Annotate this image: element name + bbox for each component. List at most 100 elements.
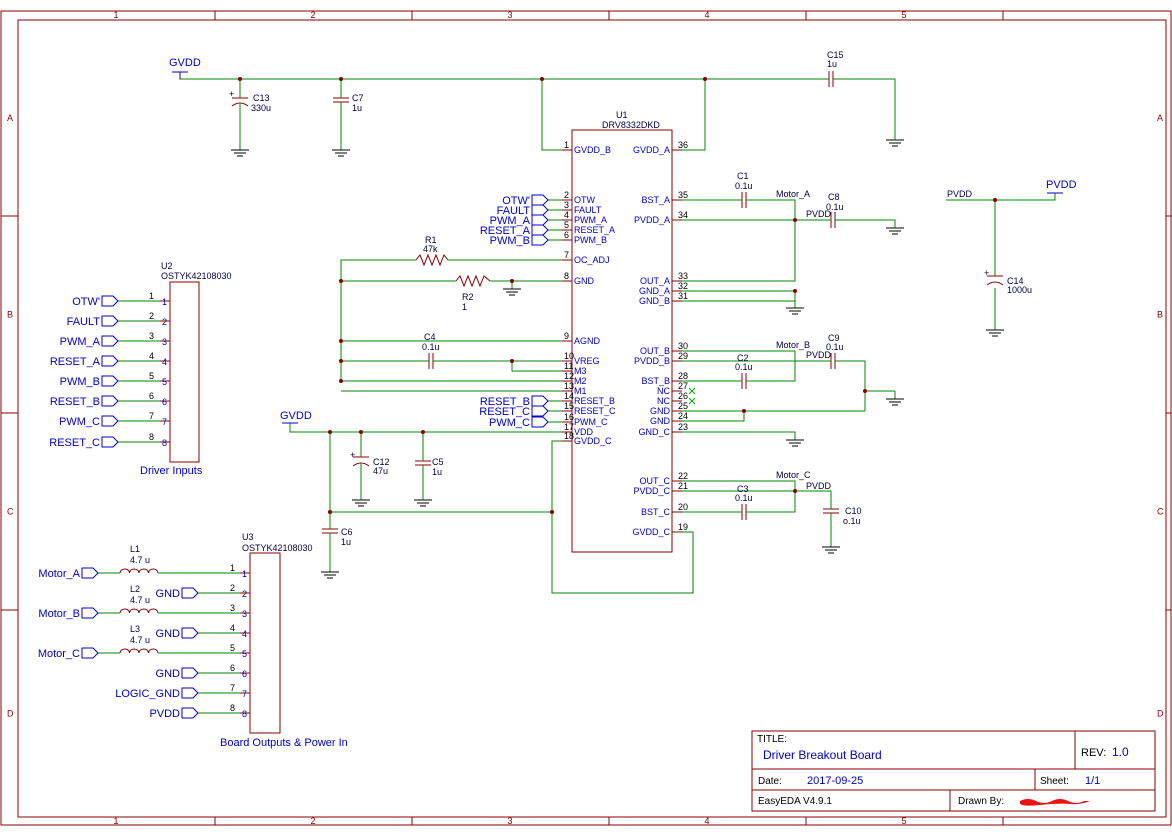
capacitor-c3[interactable]: C3 0.1u: [735, 484, 753, 520]
u3-motor-1-port-shape: [81, 607, 99, 619]
ground-icon: [786, 307, 804, 315]
c5-value: 1u: [432, 467, 442, 477]
u1-in-lower-0-port-label[interactable]: RESET_B: [480, 396, 530, 408]
u1-pin-name-27: NC: [657, 386, 670, 396]
resistor-r2[interactable]: R2 1: [455, 274, 491, 312]
capacitor-c1[interactable]: C1 0.1u: [735, 171, 753, 208]
frame-row-right-C: C: [1157, 507, 1164, 517]
date-value: 2017-09-25: [807, 775, 863, 787]
capacitor-c13[interactable]: + C13 330u: [229, 89, 271, 150]
u3-output-connector[interactable]: U3 OSTYK42108030 Board Outputs & Power I…: [220, 532, 348, 749]
u1-in-0-port-label[interactable]: OTW': [502, 195, 530, 207]
ground-icon: [886, 139, 904, 147]
u1-pin-num-21: 21: [678, 481, 688, 491]
ground-symbols: [231, 139, 1004, 579]
u2-pin-name-1: 1: [162, 297, 167, 307]
c8-value: 0.1u: [826, 202, 844, 212]
u3-8-port-shape: [181, 707, 199, 719]
u1-in-2-port-label[interactable]: PWM_A: [490, 215, 531, 227]
capacitor-c12[interactable]: + C12 47u: [350, 450, 390, 500]
frame-col-top-5: 5: [902, 10, 907, 20]
inductor-l3[interactable]: L3 4.7 u: [119, 624, 159, 654]
capacitor-c8[interactable]: C8 0.1u: [826, 192, 844, 228]
c1-ref: C1: [737, 171, 749, 181]
u3-6-port-label[interactable]: GND: [156, 668, 181, 680]
gvdd-top-flag[interactable]: GVDD: [169, 57, 201, 79]
r1-value: 47k: [423, 244, 438, 254]
u3-motor-1-port-label[interactable]: Motor_B: [38, 608, 80, 620]
u2-pin-name-2: 2: [162, 317, 167, 327]
capacitor-c10[interactable]: C10 o.1u: [823, 506, 862, 526]
u1-in-4-port-label[interactable]: PWM_B: [490, 235, 530, 247]
u3-motor-2-port-label[interactable]: Motor_C: [38, 648, 80, 660]
title-value: Driver Breakout Board: [763, 748, 882, 762]
capacitor-c4[interactable]: C4 0.1u: [422, 332, 440, 369]
u1-in-3-port-label[interactable]: RESET_A: [480, 225, 531, 237]
resistor-r1[interactable]: R1 47k: [415, 235, 449, 267]
u2-1-port-label[interactable]: OTW': [72, 296, 100, 308]
u2-2-port-label[interactable]: FAULT: [67, 316, 101, 328]
capacitor-c7[interactable]: C7 1u: [333, 93, 364, 150]
u2-7-port-label[interactable]: PWM_C: [59, 416, 100, 428]
pvdd-net-label: PVDD: [947, 189, 973, 199]
redacted-signature: [1020, 799, 1090, 806]
u3-ref: U3: [242, 532, 254, 542]
u2-pin-name-7: 7: [162, 417, 167, 427]
u3-2-port-label[interactable]: GND: [156, 588, 181, 600]
u3-pin-name-7: 7: [242, 689, 247, 699]
u3-4-port-label[interactable]: GND: [156, 628, 181, 640]
u2-8-port-label[interactable]: RESET_C: [49, 437, 100, 449]
u1-pin-name-10: VREG: [574, 356, 600, 366]
u1-pin-name-26: NC: [657, 396, 670, 406]
capacitor-c14[interactable]: + C14 1000u: [984, 268, 1032, 295]
u1-in-1-port-label[interactable]: FAULT: [497, 205, 531, 217]
gvdd-mid-flag[interactable]: GVDD: [280, 410, 312, 424]
u2-pin-name-6: 6: [162, 397, 167, 407]
pvdd-right-flag[interactable]: PVDD: [1046, 179, 1077, 194]
nc-markers: [688, 387, 696, 405]
inductor-l2[interactable]: L2 4.7 u: [119, 584, 159, 614]
u1-in-1-port-shape: [531, 204, 549, 216]
u3-4-port-shape: [181, 627, 199, 639]
capacitor-c9[interactable]: C9 0.1u: [826, 333, 844, 369]
u2-5-port-label[interactable]: PWM_B: [60, 376, 100, 388]
net-motor-c: Motor_C: [776, 470, 811, 480]
capacitor-c5[interactable]: C5 1u: [415, 457, 444, 500]
ground-icon: [886, 398, 904, 406]
u1-pin-num-7: 7: [564, 250, 569, 260]
u1-pin-num-5: 5: [564, 220, 569, 230]
u1-pin-num-6: 6: [564, 230, 569, 240]
u1-pin-num-17: 17: [564, 422, 574, 432]
u2-4-port-label[interactable]: RESET_A: [50, 356, 101, 368]
u2-pin-name-5: 5: [162, 377, 167, 387]
capacitors: C15 1u C1 0.1u C8 0.1u C2 0.1u C9: [229, 50, 1032, 547]
u1-pin-name-29: PVDD_B: [634, 356, 670, 366]
u3-7-port-label[interactable]: LOGIC_GND: [115, 688, 180, 700]
ground-icon: [332, 149, 350, 157]
u2-input-ports: OTW' FAULT PWM_A RESET_A PWM_B RESET_B PWM_C RE…: [49, 295, 119, 449]
u2-pin-num-6: 6: [149, 391, 154, 401]
u3-8-port-label[interactable]: PVDD: [149, 708, 180, 720]
u3-pin-num-2: 2: [230, 583, 235, 593]
capacitor-c15[interactable]: C15 1u: [822, 50, 844, 87]
u1-pin-name-13: M1: [574, 386, 587, 396]
u1-in-lower-2-port-label[interactable]: PWM_C: [489, 417, 530, 429]
u1-pin-name-14: RESET_B: [574, 396, 615, 406]
capacitor-c6[interactable]: C6 1u: [322, 527, 353, 547]
u2-pin-name-3: 3: [162, 337, 167, 347]
u2-3-port-label[interactable]: PWM_A: [60, 336, 101, 348]
u1-in-lower-1-port-label[interactable]: RESET_C: [479, 406, 530, 418]
capacitor-c2[interactable]: C2 0.1u: [735, 353, 753, 389]
u1-pin-num-13: 13: [564, 381, 574, 391]
l3-ref: L3: [130, 624, 140, 634]
u2-input-connector[interactable]: U2 OSTYK42108030 Driver Inputs 112233445…: [140, 261, 232, 477]
u2-pin-num-2: 2: [149, 311, 154, 321]
u1-pin-name-15: RESET_C: [574, 406, 616, 416]
u1-pin-name-11: M3: [574, 366, 587, 376]
u3-motor-0-port-label[interactable]: Motor_A: [38, 568, 80, 580]
u2-6-port-label[interactable]: RESET_B: [50, 396, 100, 408]
u1-pin-name-22: OUT_C: [639, 476, 670, 486]
u2-pin-name-4: 4: [162, 357, 167, 367]
inductor-l1[interactable]: L1 4.7 u: [119, 544, 159, 574]
